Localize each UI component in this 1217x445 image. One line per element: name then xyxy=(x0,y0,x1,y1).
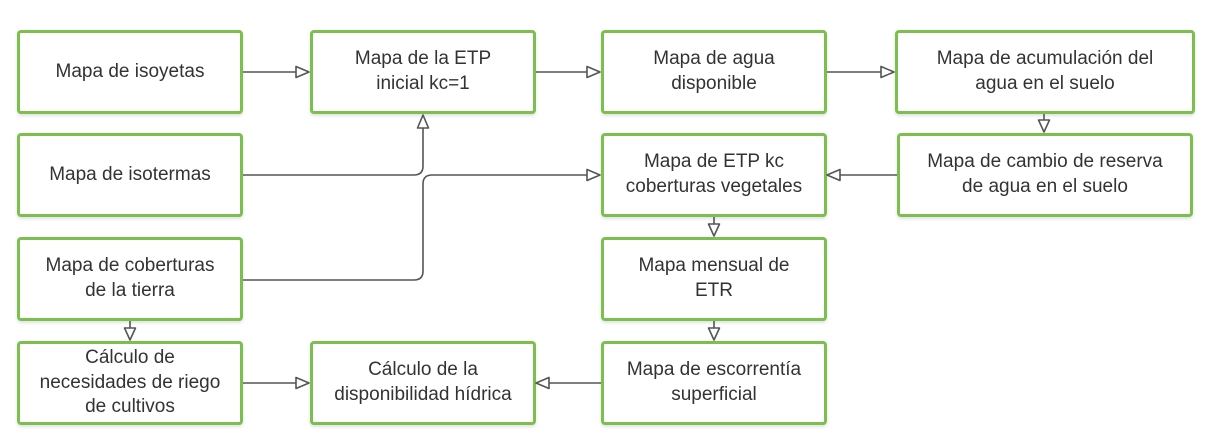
connector-isotermas-to-etp-inicial xyxy=(243,128,424,176)
connector-coberturas-to-etp-kc xyxy=(243,174,587,281)
node-mapa-acumulacion-agua: Mapa de acumulación del agua en el suelo xyxy=(895,30,1195,114)
node-label: Mapa de la ETP inicial kc=1 xyxy=(354,48,492,94)
node-label: Mapa mensual de ETR xyxy=(638,255,790,301)
node-label: Mapa de isoyetas xyxy=(55,60,205,82)
node-calculo-disponibilidad-hidrica: Cálculo de la disponibilidad hídrica xyxy=(310,341,536,425)
arrowhead xyxy=(586,168,601,182)
node-mapa-agua-disponible: Mapa de agua disponible xyxy=(601,30,827,114)
node-label: Mapa de isotermas xyxy=(49,163,211,185)
node-label: Cálculo de necesidades de riego de culti… xyxy=(39,346,221,418)
arrowhead xyxy=(707,327,721,341)
node-mapa-isotermas: Mapa de isotermas xyxy=(17,133,243,217)
node-calculo-necesidades-riego: Cálculo de necesidades de riego de culti… xyxy=(17,341,243,425)
node-mapa-etp-kc: Mapa de ETP kc coberturas vegetales xyxy=(601,133,827,217)
node-label: Mapa de cambio de reserva de agua en el … xyxy=(927,151,1163,197)
arrowhead xyxy=(535,376,550,390)
node-label: Mapa de escorrentía superficial xyxy=(626,359,802,405)
arrowhead xyxy=(295,65,310,79)
arrowhead xyxy=(1037,119,1051,133)
node-mapa-isoyetas: Mapa de isoyetas xyxy=(17,30,243,114)
node-label: Mapa de coberturas de la tierra xyxy=(45,255,215,301)
arrowhead xyxy=(586,65,601,79)
node-label: Mapa de agua disponible xyxy=(653,48,775,94)
node-mapa-mensual-etr: Mapa mensual de ETR xyxy=(601,237,827,321)
arrowhead xyxy=(123,327,137,341)
arrowhead xyxy=(880,65,895,79)
arrowhead xyxy=(416,114,430,129)
node-label: Cálculo de la disponibilidad hídrica xyxy=(334,359,512,405)
arrowhead xyxy=(707,223,721,237)
node-mapa-cambio-reserva: Mapa de cambio de reserva de agua en el … xyxy=(897,133,1193,217)
node-label: Mapa de ETP kc coberturas vegetales xyxy=(625,151,803,197)
node-label: Mapa de acumulación del agua en el suelo xyxy=(936,48,1154,94)
node-mapa-escorrentia: Mapa de escorrentía superficial xyxy=(601,341,827,425)
arrowhead xyxy=(295,376,310,390)
node-mapa-etp-inicial: Mapa de la ETP inicial kc=1 xyxy=(310,30,536,114)
node-mapa-coberturas-tierra: Mapa de coberturas de la tierra xyxy=(17,237,243,321)
arrowhead xyxy=(826,168,841,182)
